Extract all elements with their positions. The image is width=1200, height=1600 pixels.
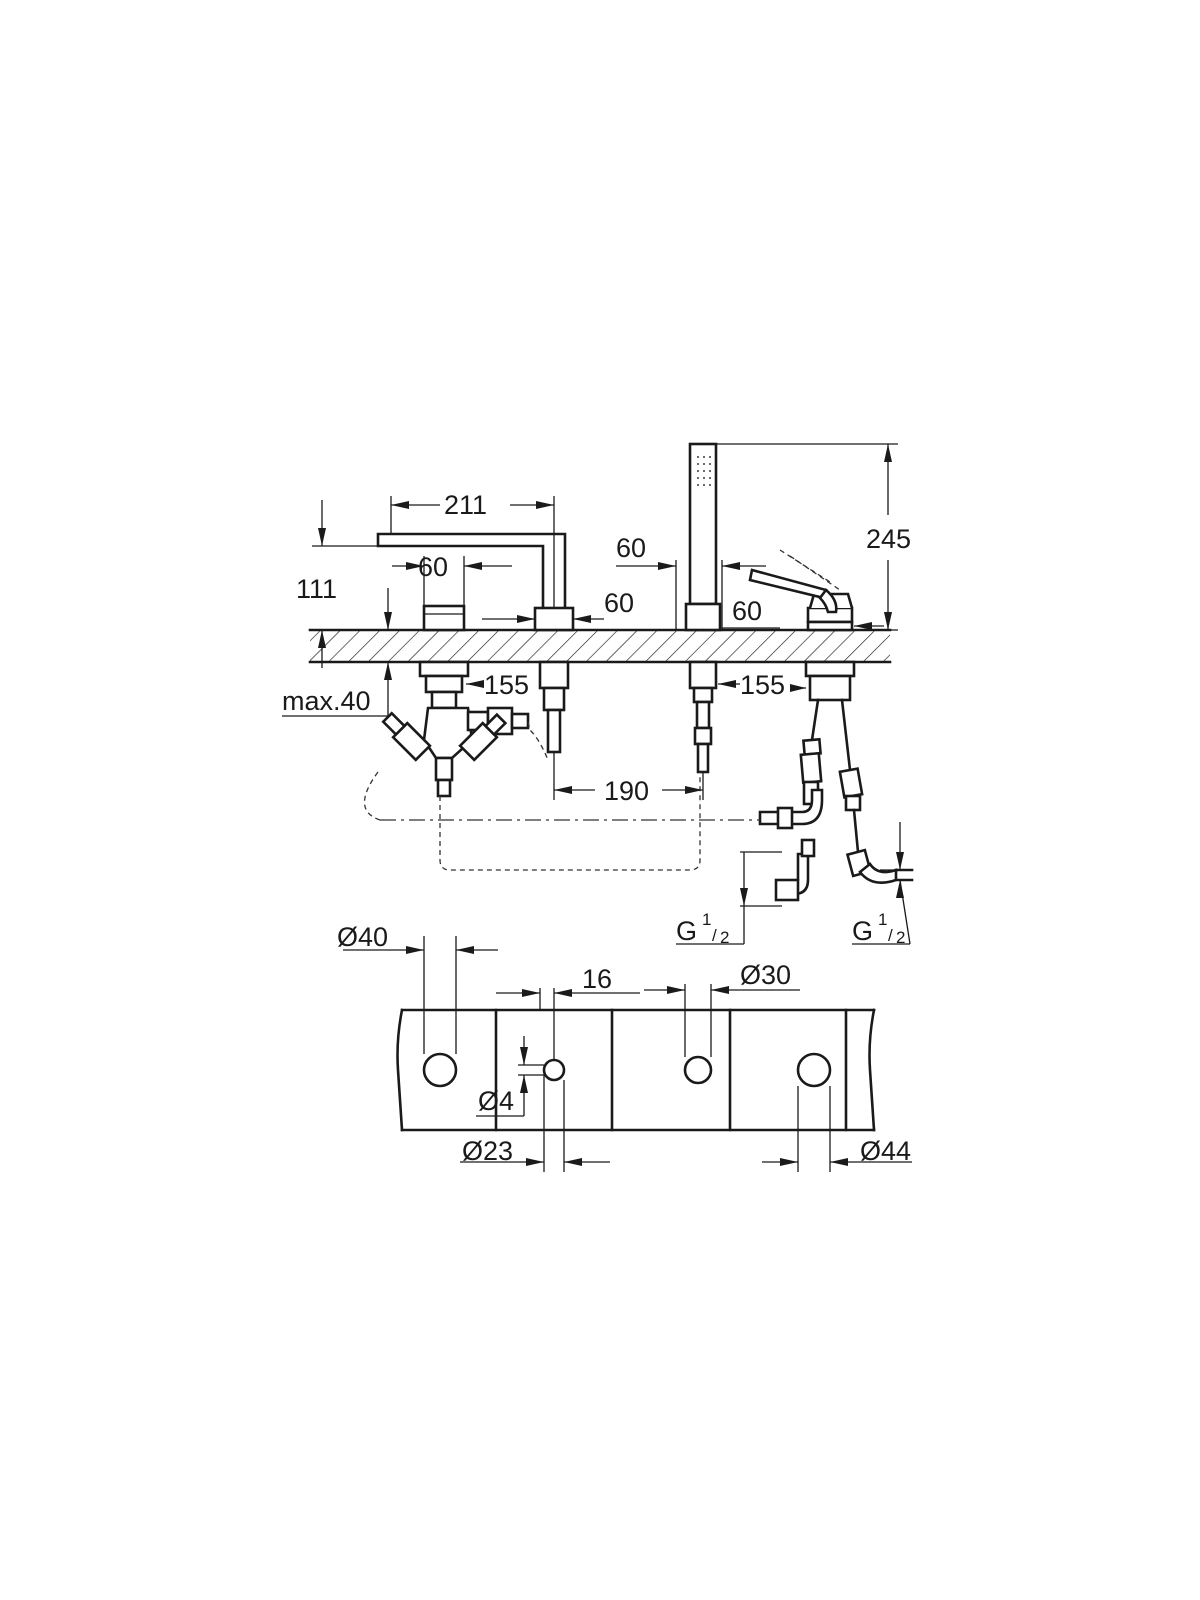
hand-shower: [684, 442, 722, 774]
label-60-handshower: 60: [616, 533, 646, 563]
dimension-lines: [282, 443, 912, 945]
diverter-control: [381, 604, 530, 798]
label-dia-30: Ø30: [740, 960, 791, 990]
svg-text:G: G: [676, 916, 697, 946]
label-dia-23: Ø23: [462, 1136, 513, 1166]
label-16: 16: [582, 964, 612, 994]
label-155-left: 155: [484, 670, 529, 700]
svg-text:/: /: [888, 926, 893, 945]
label-dia-40: Ø40: [337, 922, 388, 952]
label-245: 245: [866, 524, 911, 554]
label-dia-44: Ø44: [860, 1136, 911, 1166]
label-g-half-left: G 1 / 2: [676, 910, 729, 947]
label-max40: max.40: [282, 686, 371, 716]
svg-text:1: 1: [878, 910, 887, 929]
svg-text:/: /: [712, 926, 717, 945]
svg-text:1: 1: [702, 910, 711, 929]
label-60-diverter: 60: [418, 552, 448, 582]
label-g-half-right: G 1 / 2: [852, 910, 905, 947]
dimension-labels: 211 111 max.40 60 60 60 60 155 155 190 2…: [282, 490, 911, 1166]
label-211: 211: [444, 490, 487, 520]
label-60-spout: 60: [604, 588, 634, 618]
label-111: 111: [296, 574, 337, 604]
hose-connections: [363, 721, 760, 871]
spout: [376, 532, 575, 770]
label-dia-4: Ø4: [478, 1086, 514, 1116]
mixer: [748, 549, 914, 902]
svg-text:2: 2: [896, 928, 905, 947]
deck-section: [308, 628, 892, 664]
label-155-right: 155: [740, 670, 785, 700]
hole-pattern-view: [343, 936, 912, 1172]
label-190: 190: [604, 776, 649, 806]
label-60-mixer: 60: [732, 596, 762, 626]
hole-2: [542, 1058, 566, 1082]
hole-3: [683, 1055, 713, 1085]
hole-1: [422, 1052, 458, 1088]
svg-text:G: G: [852, 916, 873, 946]
hole-4: [796, 1052, 832, 1088]
svg-text:2: 2: [720, 928, 729, 947]
